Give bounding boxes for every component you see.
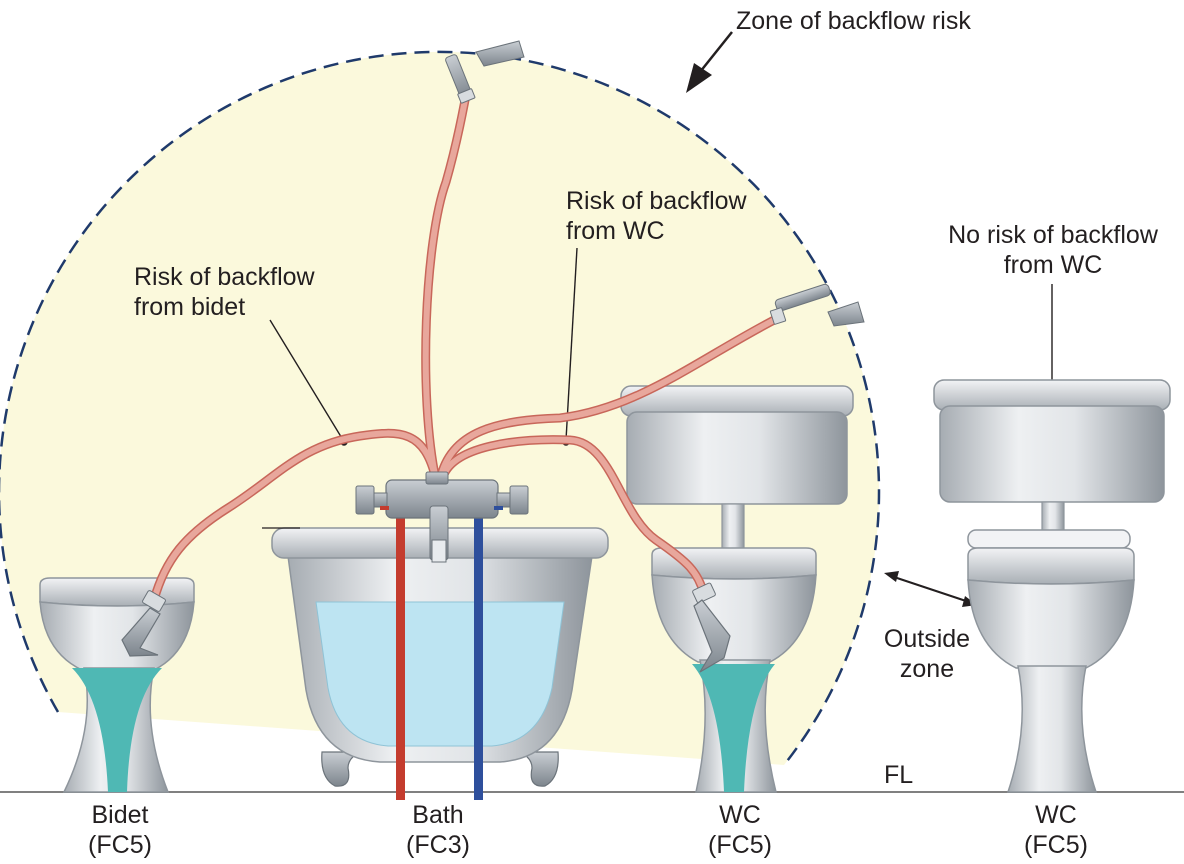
wc-outside-code-label: (FC5) bbox=[1024, 831, 1088, 859]
zone-title-leader bbox=[686, 31, 733, 93]
wc-inside-zone bbox=[620, 385, 854, 793]
backflow-risk-zone-border bbox=[0, 50, 881, 766]
zone-title-label: Zone of backflow risk bbox=[736, 7, 971, 35]
risk-wc-label: Risk of backflow from WC bbox=[566, 187, 747, 245]
wc-inside-code-label: (FC5) bbox=[708, 831, 772, 859]
floor-level-label: FL bbox=[884, 761, 914, 789]
bidet-name-label: Bidet bbox=[91, 801, 149, 829]
wc-outside-zone bbox=[933, 379, 1171, 793]
wc-inside-name-label: WC bbox=[719, 801, 761, 829]
outside-zone-arrow bbox=[884, 571, 977, 607]
outside-zone-label: Outside zone bbox=[883, 625, 971, 683]
no-risk-wc-label: No risk of backflow from WC bbox=[948, 221, 1158, 279]
risk-bidet-label: Risk of backflow from bidet bbox=[134, 263, 315, 321]
shower-hoses bbox=[149, 90, 783, 605]
bath bbox=[262, 508, 609, 800]
shower-heads bbox=[121, 40, 865, 673]
wc-outside-name-label: WC bbox=[1035, 801, 1077, 829]
bidet-code-label: (FC5) bbox=[88, 831, 152, 859]
bath-name-label: Bath bbox=[412, 801, 464, 829]
bath-code-label: (FC3) bbox=[406, 831, 470, 859]
bath-mixer-tap bbox=[355, 471, 529, 563]
